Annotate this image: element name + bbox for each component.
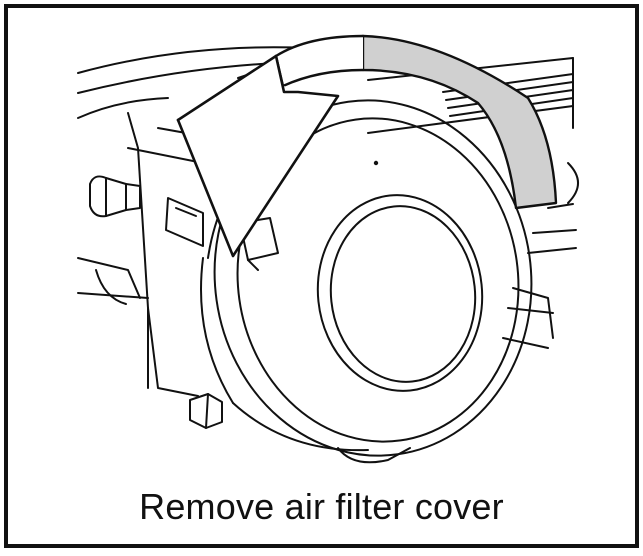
illustration-frame: Remove air filter cover bbox=[4, 4, 639, 548]
instruction-caption: Remove air filter cover bbox=[139, 486, 504, 527]
air-filter-illustration bbox=[77, 34, 579, 464]
engine-outline bbox=[77, 46, 309, 429]
counterclockwise-rotation-arrow-icon bbox=[176, 34, 558, 258]
